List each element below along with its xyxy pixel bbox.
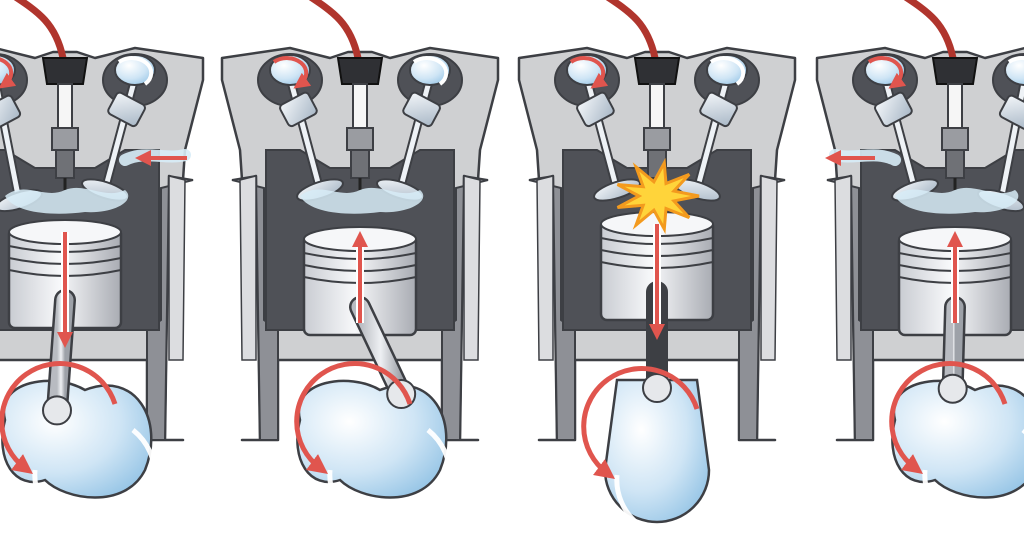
camshaft-lobe: [1004, 54, 1024, 86]
intake-flow: [119, 149, 191, 166]
crank-web: [1, 379, 153, 499]
cam-rotation-arrow: [272, 56, 312, 89]
intake-valve: [0, 54, 43, 213]
camshaft-lobe: [409, 54, 451, 86]
valve-spring-retainer: [279, 91, 318, 128]
crank-web: [603, 378, 711, 524]
exhaust-valve: [376, 54, 451, 202]
fuel-air-mixture: [300, 187, 424, 214]
crankshaft: [294, 296, 453, 536]
right-fin: [463, 175, 481, 361]
cam-rotation-arrow: [1007, 56, 1024, 64]
valve-spring-retainer: [576, 91, 615, 128]
plug-insulator: [57, 83, 73, 129]
crank-rotation-arrow: [0, 361, 118, 475]
spark-plug: [13, 0, 89, 190]
plug-hex: [51, 127, 79, 151]
cylinder-power: [517, 0, 797, 536]
ignition-wire: [13, 0, 67, 62]
cam-rotation-arrow: [117, 56, 154, 86]
plug-hex: [346, 127, 374, 151]
fuel-air-mixture: [5, 187, 129, 214]
camshaft-lobe: [114, 54, 156, 86]
cylinder-intake: [0, 0, 205, 536]
cam-rotation-arrow: [0, 57, 17, 89]
plug-hex: [643, 127, 671, 151]
cam-rotation-arrow: [709, 56, 746, 86]
plug-insulator: [352, 83, 368, 129]
camshaft-lobe: [864, 54, 907, 89]
crank-rotation-trail: [922, 428, 1024, 536]
plug-cap: [931, 57, 979, 85]
plug-insulator: [649, 83, 665, 129]
intake-valve: [566, 54, 641, 202]
plug-thread: [55, 149, 75, 179]
fuel-air-mixture: [895, 187, 1019, 214]
crank-rotation-arrow: [581, 366, 700, 480]
cam-rotation-arrow: [569, 56, 609, 89]
right-fin: [760, 175, 778, 361]
left-fin: [536, 175, 554, 361]
cam-rotation-arrow: [412, 56, 449, 86]
ignition-wire: [903, 0, 957, 62]
spark-plug: [308, 0, 384, 190]
valve-stem-highlight: [0, 90, 22, 203]
plug-cap: [336, 57, 384, 85]
left-fin: [834, 175, 852, 361]
cylinder-exhaust: [815, 0, 1024, 536]
crank-pin: [42, 395, 72, 426]
ignition-wire: [605, 0, 659, 62]
valve-spring-retainer: [0, 94, 22, 130]
spark-plug: [903, 0, 979, 190]
camshaft-lobe: [566, 54, 609, 89]
plug-cap: [41, 57, 89, 85]
ignition-wire: [308, 0, 362, 62]
crank-rotation-trail: [614, 433, 740, 536]
plug-hex: [941, 127, 969, 151]
plug-thread: [945, 149, 965, 179]
valve-stem-highlight: [998, 75, 1024, 203]
spark-plug: [605, 0, 681, 190]
valve-spring-retainer: [699, 91, 738, 128]
crank-rotation-trail: [32, 428, 158, 536]
valve-spring-retainer: [107, 91, 146, 128]
crank-pin: [937, 373, 968, 404]
plug-insulator: [947, 83, 963, 129]
crank-rotation-arrow: [294, 361, 413, 475]
cam-rotation-arrow: [867, 56, 907, 89]
valve-spring-retainer: [874, 91, 913, 128]
crank-pin: [642, 373, 672, 403]
valve-spring-retainer: [402, 91, 441, 128]
crank-web: [296, 379, 448, 499]
exhaust-valve: [977, 54, 1024, 213]
crank-rotation-arrow: [889, 361, 1008, 475]
crank-rotation-trail: [327, 428, 453, 536]
camshaft-lobe: [706, 54, 748, 86]
left-fin: [239, 175, 257, 361]
plug-cap: [633, 57, 681, 85]
right-fin: [168, 175, 186, 361]
camshaft-lobe: [0, 54, 17, 89]
camshaft-lobe: [269, 54, 312, 89]
ignition-spark-icon: [616, 157, 700, 235]
cylinder-compression: [220, 0, 500, 536]
plug-thread: [350, 149, 370, 179]
